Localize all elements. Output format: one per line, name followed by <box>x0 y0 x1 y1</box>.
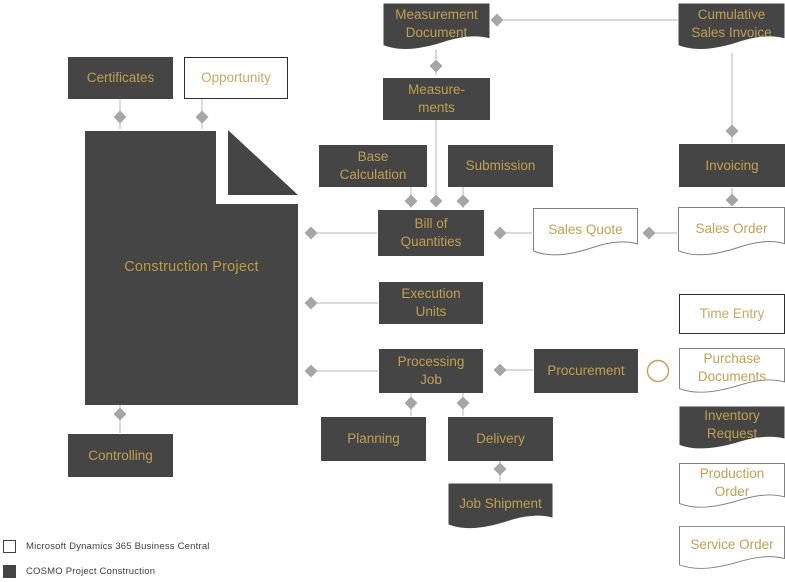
construction-project-fold-corner <box>228 130 298 195</box>
document-shape <box>678 207 785 256</box>
document-shape <box>679 348 785 393</box>
node-service-order-label: Service Order <box>690 537 774 553</box>
node-controlling: Controlling <box>68 434 173 477</box>
node-execution-units: Execution Units <box>379 282 483 324</box>
node-planning-label: Planning <box>347 431 400 447</box>
node-measurement-document-label: Measurement Document <box>395 7 478 40</box>
construction-project-shape <box>85 130 298 405</box>
node-bill-of-quantities-label: Bill of Quantities <box>400 216 462 249</box>
node-sales-order: Sales Order <box>678 207 785 260</box>
node-measurements: Measure- ments <box>383 78 490 120</box>
node-certificates-label: Certificates <box>86 70 155 86</box>
node-sales-quote-label: Sales Quote <box>548 221 623 237</box>
node-execution-units-label: Execution Units <box>401 286 461 319</box>
document-shape <box>679 463 785 508</box>
legend-swatch-white <box>3 539 16 553</box>
node-planning: Planning <box>321 417 426 461</box>
node-sales-order-label: Sales Order <box>695 221 768 237</box>
construction-project-page <box>85 131 298 405</box>
node-measurement-document: Measurement Document <box>383 3 490 54</box>
node-invoicing: Invoicing <box>679 144 785 187</box>
legend-label-business-central: Microsoft Dynamics 365 Business Central <box>26 540 210 552</box>
node-job-shipment: Job Shipment <box>448 483 553 533</box>
document-shape <box>678 3 785 50</box>
node-controlling-label: Controlling <box>88 447 153 463</box>
node-time-entry: Time Entry <box>679 294 785 334</box>
document-shape <box>533 208 638 256</box>
node-delivery-label: Delivery <box>476 431 525 447</box>
node-certificates: Certificates <box>68 57 173 99</box>
legend-item-business-central: Microsoft Dynamics 365 Business Central <box>3 539 210 553</box>
document-shape <box>679 406 785 449</box>
node-purchase-documents-label: Purchase Documents <box>697 351 767 384</box>
node-time-entry-label: Time Entry <box>699 306 765 322</box>
node-production-order-label: Production Order <box>699 466 765 499</box>
node-purchase-documents: Purchase Documents <box>679 348 785 397</box>
node-bill-of-quantities: Bill of Quantities <box>378 210 484 256</box>
node-sales-quote: Sales Quote <box>533 208 638 260</box>
document-shape <box>383 3 490 50</box>
legend: Microsoft Dynamics 365 Business Central … <box>3 539 210 582</box>
node-measurements-label: Measure- ments <box>407 82 466 115</box>
node-opportunity: Opportunity <box>184 57 288 99</box>
node-submission: Submission <box>448 145 553 187</box>
node-delivery: Delivery <box>448 417 553 461</box>
node-inventory-request-label: Inventory Request <box>704 408 760 441</box>
node-procurement: Procurement <box>534 349 638 393</box>
node-production-order: Production Order <box>679 463 785 512</box>
node-job-shipment-label: Job Shipment <box>459 495 542 511</box>
node-invoicing-label: Invoicing <box>705 157 759 173</box>
node-base-calculation-label: Base Calculation <box>339 149 407 182</box>
node-opportunity-label: Opportunity <box>201 70 271 86</box>
legend-swatch-dark <box>3 564 16 578</box>
node-inventory-request: Inventory Request <box>679 406 785 453</box>
document-shape <box>448 483 553 529</box>
node-submission-label: Submission <box>465 158 536 174</box>
document-shape <box>679 526 785 569</box>
legend-label-cosmo: COSMO Project Construction <box>26 565 156 577</box>
node-processing-job-label: Processing Job <box>397 354 465 387</box>
node-cumulative-sales-invoice-label: Cumulative Sales Invoice <box>691 7 772 40</box>
node-procurement-label: Procurement <box>547 363 625 379</box>
node-service-order: Service Order <box>679 526 785 573</box>
node-construction-project-label: Construction Project <box>124 259 259 275</box>
node-base-calculation: Base Calculation <box>319 145 427 187</box>
legend-item-cosmo: COSMO Project Construction <box>3 564 210 578</box>
node-processing-job: Processing Job <box>379 349 483 393</box>
node-cumulative-sales-invoice: Cumulative Sales Invoice <box>678 3 785 54</box>
off-page-connector-circle <box>646 359 670 383</box>
